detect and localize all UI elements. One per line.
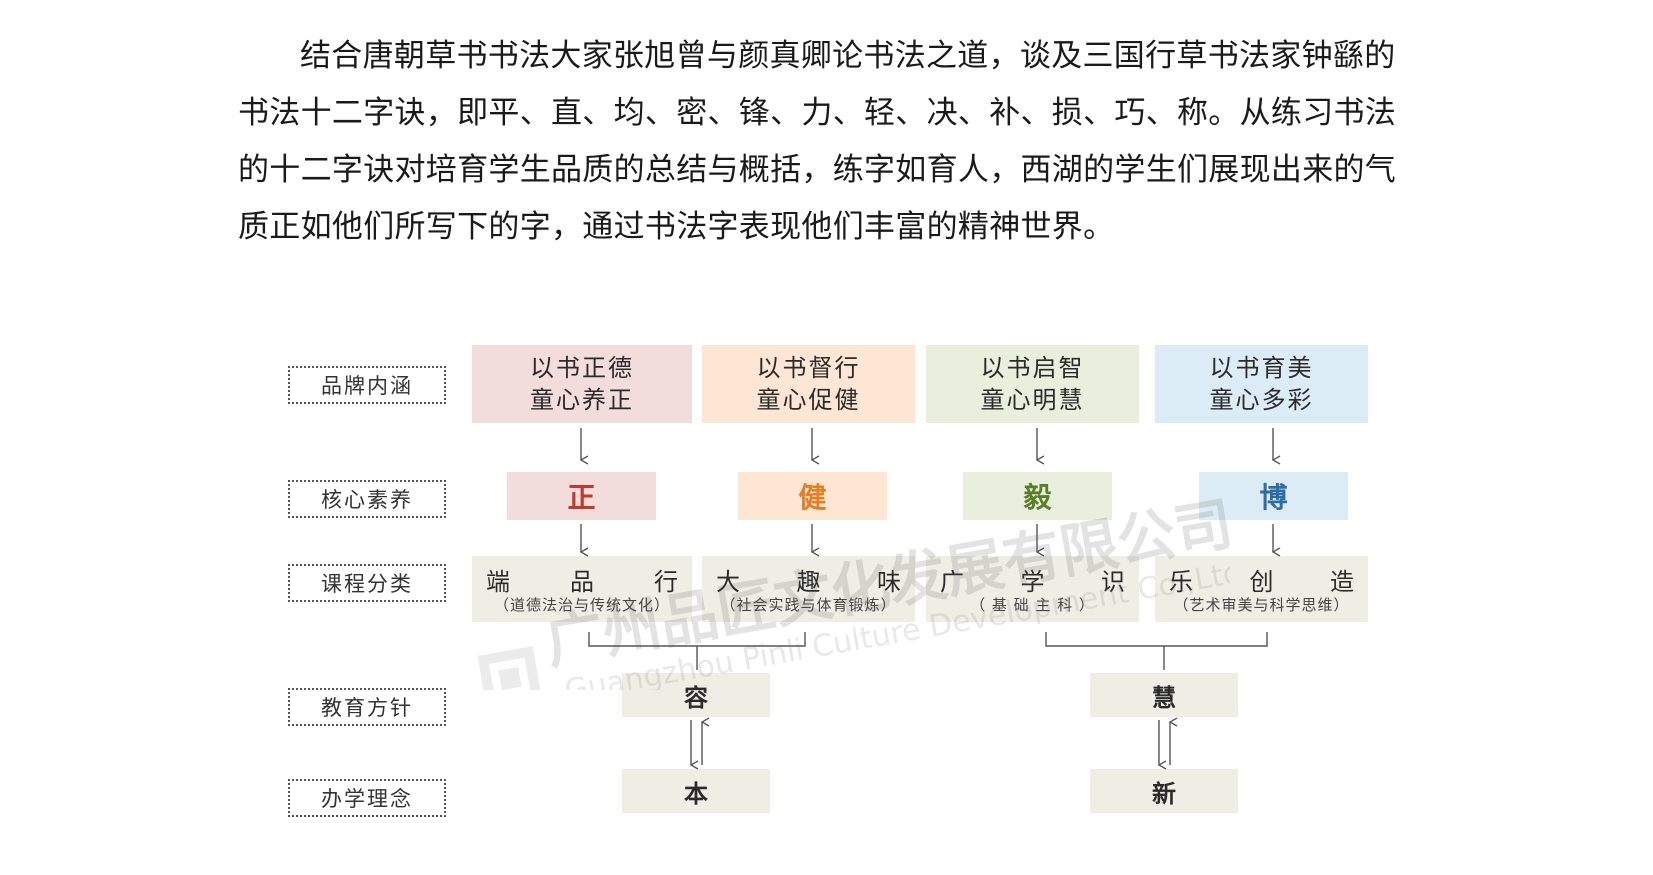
intro-paragraph: 结合唐朝草书书法大家张旭曾与颜真卿论书法之道，谈及三国行草书法家钟繇的书法十二字… — [238, 38, 1397, 245]
brand-line1: 以书育美 — [1209, 354, 1314, 382]
core-box-jian: 健 — [738, 472, 887, 520]
course-char: 识 — [1101, 568, 1125, 596]
brand-box-de: 以书正德 童心养正 — [472, 345, 692, 423]
course-subtitle: （ 基 础 主 科 ） — [970, 596, 1095, 614]
course-box-ethics: 端 品 行 （道德法治与传统文化） — [472, 556, 692, 622]
course-subtitle: （道德法治与传统文化） — [493, 596, 670, 614]
course-subtitle: （艺术审美与科学思维） — [1173, 596, 1350, 614]
course-char: 广 — [940, 568, 964, 596]
brand-line2: 童心养正 — [530, 386, 634, 414]
course-char: 学 — [1020, 568, 1045, 596]
brand-line2: 童心促健 — [756, 386, 861, 414]
brand-box-mei: 以书育美 童心多彩 — [1155, 345, 1368, 423]
philosophy-box-ben: 本 — [622, 769, 770, 813]
brand-line2: 童心多彩 — [1209, 386, 1314, 414]
course-char: 行 — [654, 568, 678, 596]
course-char: 创 — [1249, 568, 1274, 596]
course-char: 味 — [877, 568, 901, 596]
course-box-art: 乐 创 造 （艺术审美与科学思维） — [1155, 556, 1368, 622]
brand-box-zhi: 以书启智 童心明慧 — [926, 345, 1139, 423]
course-char: 造 — [1330, 568, 1354, 596]
brand-line1: 以书正德 — [530, 354, 634, 382]
core-box-yi: 毅 — [963, 472, 1112, 520]
philosophy-box-xin: 新 — [1090, 769, 1238, 813]
course-char: 趣 — [796, 568, 821, 596]
brand-line1: 以书启智 — [980, 354, 1085, 382]
bracket-left — [588, 632, 806, 647]
brand-line2: 童心明慧 — [980, 386, 1085, 414]
course-char: 乐 — [1169, 568, 1193, 596]
bracket-right — [1045, 632, 1268, 647]
policy-box-hui: 慧 — [1090, 673, 1238, 717]
row-label-philosophy: 办学理念 — [288, 779, 446, 817]
row-label-brand: 品牌内涵 — [288, 366, 446, 404]
core-box-bo: 博 — [1199, 472, 1348, 520]
row-label-core: 核心素养 — [288, 480, 446, 518]
course-box-basic: 广 学 识 （ 基 础 主 科 ） — [926, 556, 1139, 622]
core-box-zheng: 正 — [507, 472, 656, 520]
row-label-policy: 教育方针 — [288, 688, 446, 726]
course-char: 端 — [486, 568, 510, 596]
course-char: 品 — [570, 568, 594, 596]
brand-box-xing: 以书督行 童心促健 — [702, 345, 915, 423]
row-label-course: 课程分类 — [288, 564, 446, 602]
course-char: 大 — [716, 568, 740, 596]
brand-line1: 以书督行 — [756, 354, 861, 382]
course-box-practice: 大 趣 味 （社会实践与体育锻炼） — [702, 556, 915, 622]
course-subtitle: （社会实践与体育锻炼） — [720, 596, 897, 614]
policy-box-rong: 容 — [622, 673, 770, 717]
